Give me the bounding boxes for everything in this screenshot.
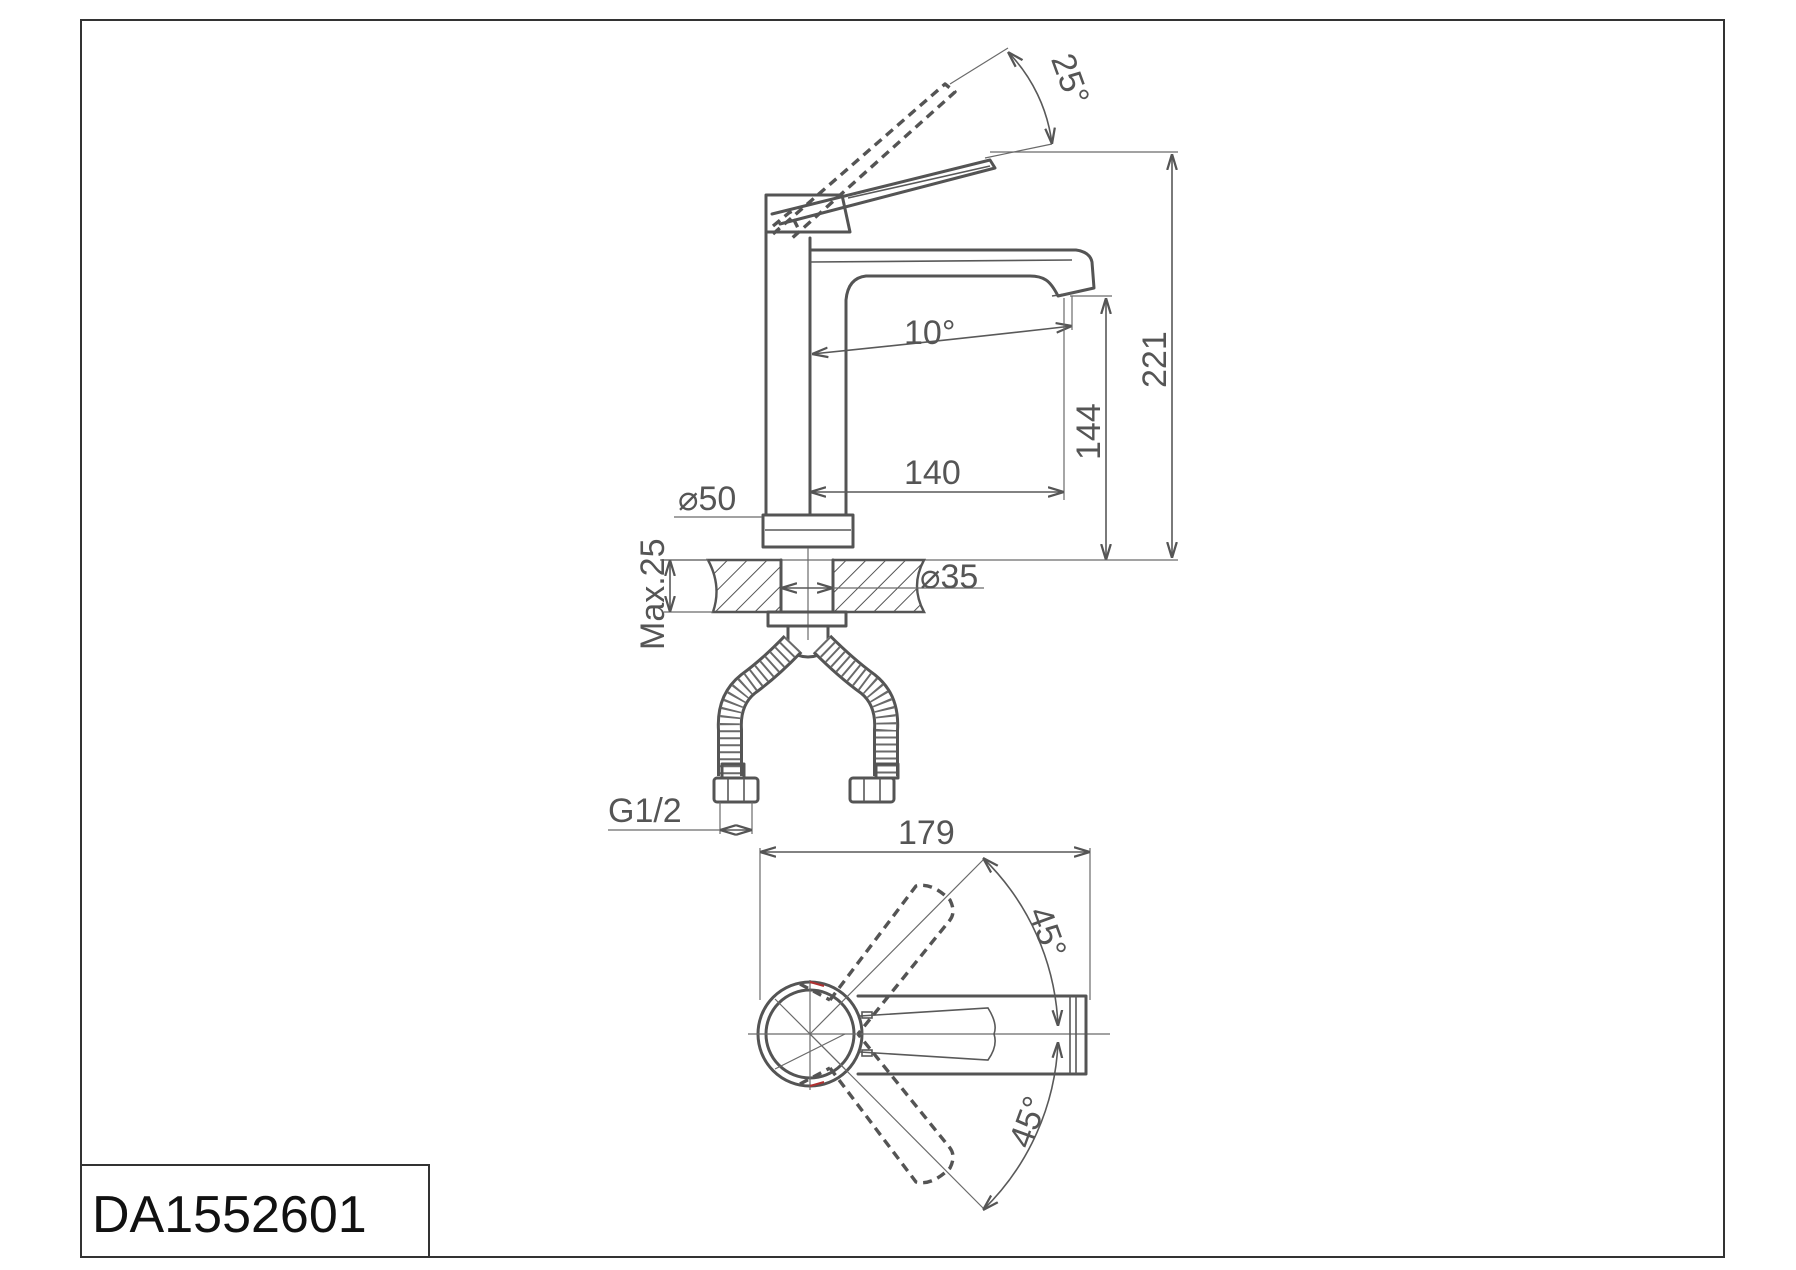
lever-rotated-upper xyxy=(828,883,955,1036)
rotation-arc-lower xyxy=(983,1042,1058,1210)
handle-angle-arc xyxy=(1008,52,1052,144)
rotation-upper-label: 45° xyxy=(1020,902,1073,963)
thread-label: G1/2 xyxy=(608,792,682,830)
max-thickness-label: Max.25 xyxy=(634,539,672,651)
total-height-label: 221 xyxy=(1136,331,1174,388)
model-code: DA1552601 xyxy=(92,1186,367,1244)
title-block xyxy=(80,1164,430,1258)
spout-reach-label: 140 xyxy=(904,454,961,492)
top-length-label: 179 xyxy=(898,814,955,852)
spout-angle-arc xyxy=(812,326,1072,354)
drawing-frame xyxy=(80,19,1725,1258)
red-mark-lower xyxy=(809,1081,825,1087)
supply-hoses xyxy=(716,634,900,776)
spout-top-outline xyxy=(856,994,1088,1076)
spout xyxy=(808,248,1096,517)
faucet-base-ring xyxy=(761,513,855,549)
lever-raised-dashed xyxy=(771,82,957,242)
side-view: 25° 10° 140 144 221 ⌀50 ⌀35 xyxy=(608,47,1178,834)
spout-angle-label: 10° xyxy=(904,314,955,352)
spout-height-label: 144 xyxy=(1070,403,1108,460)
base-diameter-label: ⌀50 xyxy=(678,480,736,518)
mounting-nut xyxy=(766,610,848,628)
faucet-body xyxy=(764,230,812,517)
rotation-lower-label: 45° xyxy=(1002,1091,1055,1152)
lever xyxy=(770,158,997,226)
top-view: 179 45° 45° xyxy=(748,814,1110,1210)
shank-diameter-label: ⌀35 xyxy=(920,558,978,596)
handle-angle-label: 25° xyxy=(1043,49,1096,110)
red-mark-upper xyxy=(809,981,825,987)
countertop-section xyxy=(705,558,783,614)
rotation-arc-upper xyxy=(983,858,1058,1026)
lever-rotated-lower xyxy=(828,1032,955,1185)
hose-end-nuts xyxy=(712,762,900,804)
